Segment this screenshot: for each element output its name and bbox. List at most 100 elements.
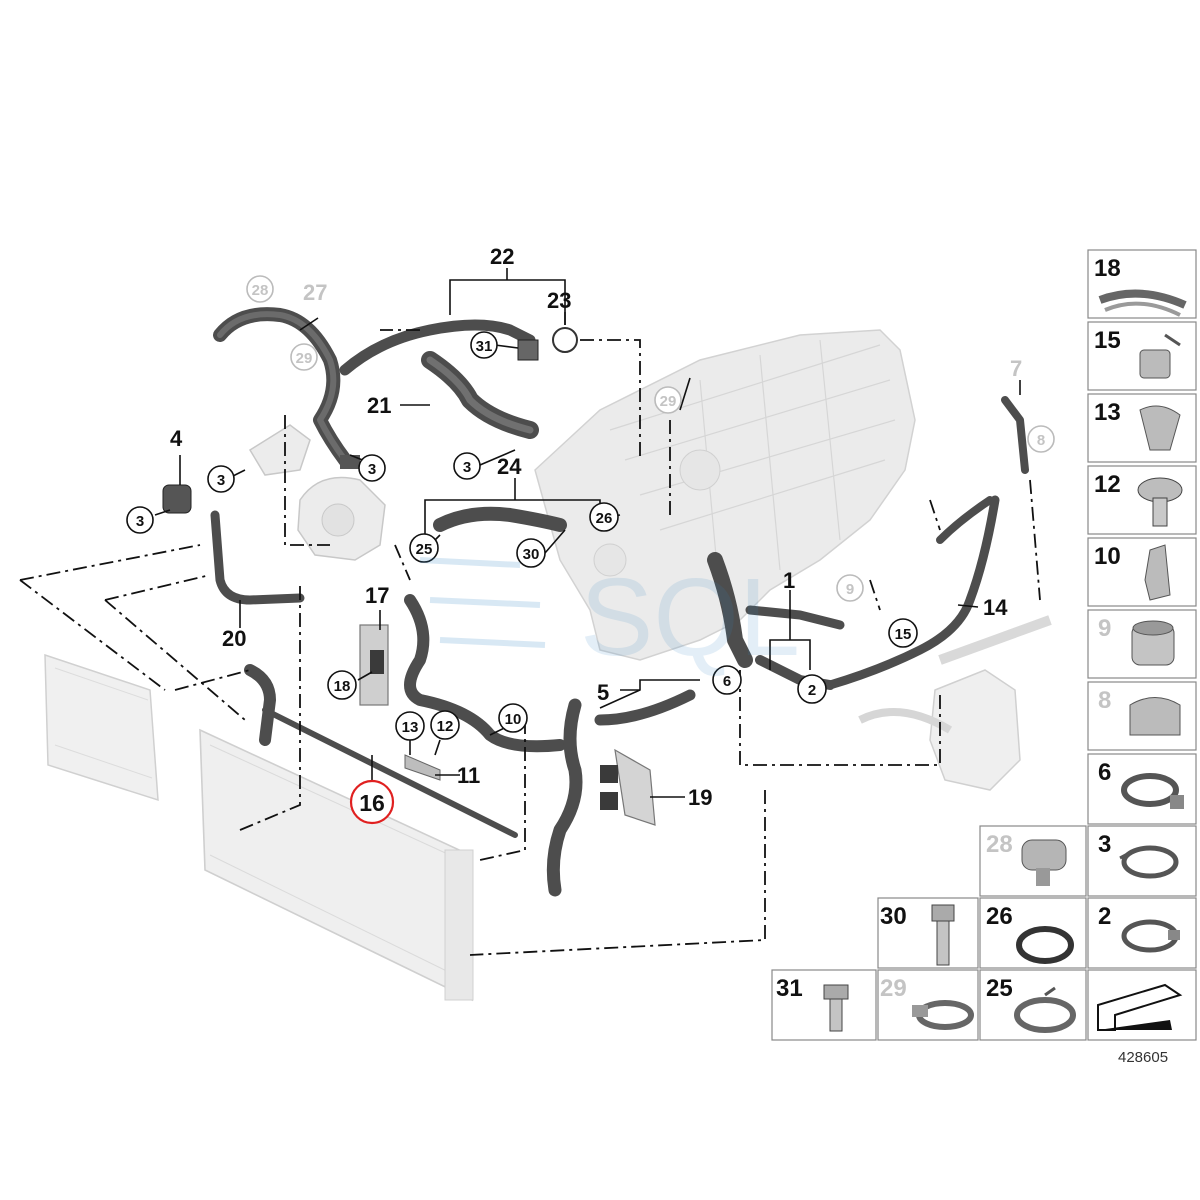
- label-1: 1: [783, 568, 795, 593]
- callout-29-b: 29: [654, 386, 682, 414]
- svg-text:2: 2: [808, 682, 816, 699]
- callout-26: 26: [589, 502, 619, 532]
- svg-text:13: 13: [402, 719, 419, 736]
- legend-label-25: 25: [986, 975, 1013, 1002]
- label-17: 17: [365, 583, 389, 608]
- legend-part-25: [1014, 986, 1076, 1033]
- legend-part-12: [1137, 477, 1183, 527]
- svg-text:3: 3: [463, 459, 471, 476]
- reference-number: 428605: [1118, 1049, 1168, 1066]
- callouts: 28 29 31 29 3 3 3 3 26 25 30 8 9 15 18 6…: [126, 275, 1055, 825]
- callout-6: 6: [712, 665, 742, 695]
- legend-part-2: [1121, 919, 1180, 953]
- watermark-text: SQL: [580, 556, 800, 679]
- water-pump: [248, 424, 386, 561]
- svg-text:30: 30: [523, 546, 540, 563]
- label-24: 24: [497, 454, 522, 479]
- callout-12: 12: [430, 710, 460, 740]
- svg-text:26: 26: [596, 510, 613, 527]
- legend-label-28: 28: [986, 831, 1013, 858]
- clamps: [162, 327, 578, 514]
- legend-part-13: [1139, 405, 1181, 451]
- callout-8: 8: [1027, 425, 1055, 453]
- legend-part-29: [912, 1000, 974, 1030]
- radiator-small: [44, 653, 159, 802]
- callout-3-b: 3: [453, 452, 481, 480]
- watermark: SQL: [419, 556, 800, 679]
- legend-parts: [823, 289, 1187, 1033]
- part-labels: 22 23 27 21 4 24 17 20 11 19 5 1 14 7: [170, 244, 1022, 810]
- callout-3-c: 3: [207, 465, 235, 493]
- callout-10: 10: [498, 703, 528, 733]
- callout-25: 25: [409, 533, 439, 563]
- label-4: 4: [170, 426, 183, 451]
- legend-part-6: [1121, 773, 1184, 809]
- callout-13: 13: [395, 711, 425, 741]
- legend-label-29: 29: [880, 975, 907, 1002]
- label-23: 23: [547, 288, 571, 313]
- label-5: 5: [597, 680, 609, 705]
- legend-part-26: [1016, 926, 1074, 964]
- callout-30: 30: [516, 538, 546, 568]
- callout-28: 28: [246, 275, 274, 303]
- svg-text:3: 3: [368, 461, 376, 478]
- callout-16-highlight: 16: [349, 779, 395, 825]
- callout-3-d: 3: [126, 506, 154, 534]
- svg-text:9: 9: [846, 581, 854, 598]
- svg-text:29: 29: [660, 393, 677, 410]
- legend-part-18: [1098, 289, 1187, 317]
- callout-18: 18: [327, 670, 357, 700]
- legend-label-8: 8: [1098, 687, 1111, 714]
- svg-text:28: 28: [252, 282, 269, 299]
- svg-text:3: 3: [217, 472, 225, 489]
- svg-text:25: 25: [416, 541, 433, 558]
- dashed-leaders: [19, 329, 1041, 956]
- brackets: [359, 624, 656, 826]
- svg-text:12: 12: [437, 718, 454, 735]
- legend-label-13: 13: [1094, 399, 1121, 426]
- legend-part-28: [1021, 839, 1067, 886]
- svg-text:3: 3: [136, 513, 144, 530]
- label-27: 27: [303, 280, 327, 305]
- legend-label-10: 10: [1094, 543, 1121, 570]
- legend-label-3: 3: [1098, 831, 1111, 858]
- svg-text:8: 8: [1037, 432, 1045, 449]
- label-19: 19: [688, 785, 712, 810]
- hoses: [210, 307, 1029, 897]
- svg-text:31: 31: [476, 338, 493, 355]
- legend-label-30: 30: [880, 903, 907, 930]
- radiator-main: [199, 728, 474, 1002]
- direction-arrow-icon: [1097, 983, 1183, 1031]
- legend-part-31: [823, 984, 849, 1032]
- legend-label-26: 26: [986, 903, 1013, 930]
- legend-label-2: 2: [1098, 903, 1111, 930]
- callout-29-a: 29: [290, 343, 318, 371]
- legend-label-18: 18: [1094, 255, 1121, 282]
- svg-text:6: 6: [723, 673, 731, 690]
- svg-text:18: 18: [334, 678, 351, 695]
- svg-text:16: 16: [359, 790, 385, 816]
- legend-label-6: 6: [1098, 759, 1111, 786]
- legend-part-9: [1131, 620, 1175, 666]
- legend-label-31: 31: [776, 975, 803, 1002]
- legend-label-9: 9: [1098, 615, 1111, 642]
- legend-label-12: 12: [1094, 471, 1121, 498]
- svg-text:10: 10: [505, 711, 522, 728]
- legend-part-10: [1144, 544, 1171, 601]
- label-14: 14: [983, 595, 1008, 620]
- legend-part-15: [1139, 333, 1181, 379]
- label-11: 11: [457, 763, 480, 788]
- svg-text:29: 29: [296, 350, 313, 367]
- callout-9: 9: [836, 574, 864, 602]
- label-7: 7: [1010, 356, 1022, 381]
- label-22: 22: [490, 244, 514, 269]
- legend-part-8: [1129, 697, 1181, 736]
- label-21: 21: [367, 393, 391, 418]
- legend-part-30: [931, 904, 955, 966]
- callout-31: 31: [470, 331, 498, 359]
- legend-labels: 18 15 13 12 10 9 8 6 28 3 30 26 2 31 29 …: [776, 255, 1121, 1002]
- legend-label-15: 15: [1094, 327, 1121, 354]
- svg-text:15: 15: [895, 626, 912, 643]
